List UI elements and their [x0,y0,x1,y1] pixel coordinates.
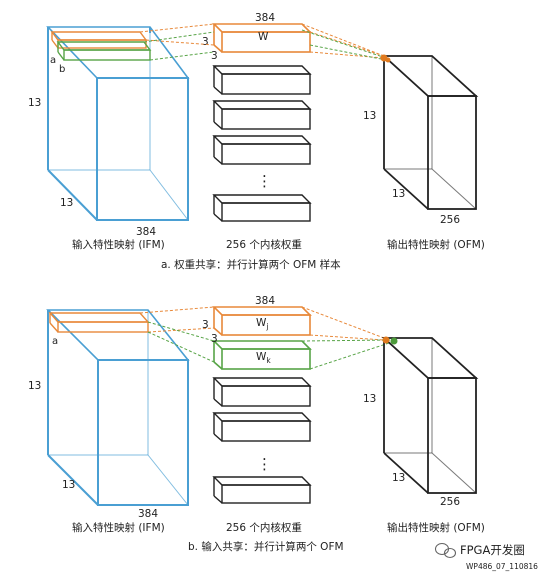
connectors-b [139,306,393,370]
ifm-height-label: 13 [28,97,41,109]
kernel-side2-label-b: 3 [211,333,218,345]
ofm-box-b [381,337,479,494]
ifm-mark-a-b: a [52,336,58,347]
kernel-ellipsis: ⋮ [257,172,272,190]
ifm-mark-b: b [59,64,65,75]
ofm-caption-b: 输出特性映射 (OFM) [387,521,485,534]
ifm-caption: 输入特性映射 (IFM) [72,238,165,251]
kernel-stack-a [212,65,312,222]
ifm-slab-green-a [56,41,152,61]
ofm-box-a [381,55,479,210]
ifm-slab-orange-b [48,312,150,333]
panel-a-title: a. 权重共享：并行计算两个 OFM 样本 [161,258,341,271]
kernel-width-label: 384 [255,12,275,24]
ofm-height-label-b: 13 [363,393,376,405]
kernels-caption: 256 个内核权重 [226,238,302,251]
ifm-width-label: 384 [136,226,156,238]
kernel-stack-b [212,377,312,504]
kernel-side1-label-b: 3 [202,319,209,331]
ofm-sample-dot-orange-2 [385,57,391,63]
kernel-ellipsis-b: ⋮ [257,455,272,473]
kernel-wj [212,306,312,336]
ifm-mark-a: a [50,55,56,66]
ofm-height-label: 13 [363,110,376,122]
kernel-side2-label: 3 [211,50,218,62]
watermark: FPGA开发圈 WP486_07_110816 [434,542,538,571]
kernel-width-label-b: 384 [255,295,275,307]
kernel-side1-label: 3 [202,36,209,48]
kernel-wj-label: Wj [256,317,268,331]
ofm-depth-label: 13 [392,188,405,200]
ifm-depth-label-b: 13 [62,479,75,491]
connectors-a [139,23,387,61]
watermark-text: FPGA开发圈 [460,543,525,557]
ifm-depth-label: 13 [60,197,73,209]
ifm-width-label-b: 384 [138,508,158,520]
ofm-width-label: 256 [440,214,460,226]
ofm-depth-label-b: 13 [392,472,405,484]
wechat-icon [434,542,457,559]
kernel-w-a [212,23,312,53]
ifm-height-label-b: 13 [28,380,41,392]
kernels-caption-b: 256 个内核权重 [226,521,302,534]
ofm-caption: 输出特性映射 (OFM) [387,238,485,251]
ifm-box-b [46,309,190,506]
figure-code: WP486_07_110816 [466,562,538,571]
kernel-wk-label: Wk [256,351,271,365]
kernel-w-label: W [258,31,269,43]
ofm-sample-dot-green-b [390,337,398,345]
panel-a: a b 13 13 384 384 3 3 W ⋮ [28,12,485,271]
ifm-caption-b: 输入特性映射 (IFM) [72,521,165,534]
ifm-box-a [46,26,190,221]
panel-b-title: b. 输入共享：并行计算两个 OFM [188,540,344,553]
ofm-sample-dot-orange-b [382,336,390,344]
kernel-wk [212,340,312,370]
ofm-width-label-b: 256 [440,496,460,508]
panel-b: a 13 13 384 384 3 3 Wj Wk [28,295,485,553]
